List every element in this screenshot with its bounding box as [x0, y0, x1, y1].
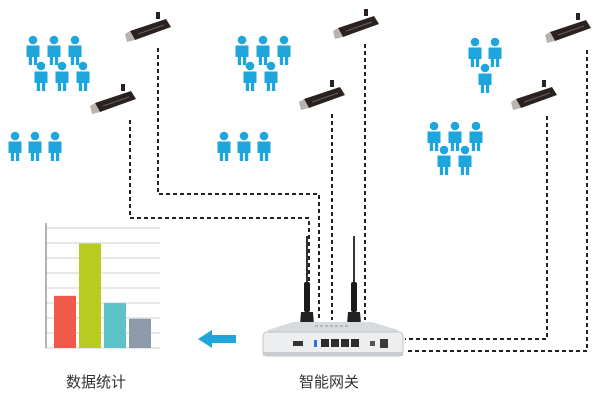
person-icon — [469, 121, 483, 151]
cable-cam-1 — [129, 120, 310, 320]
surveillance-camera-icon — [89, 83, 137, 115]
person-icon — [55, 61, 69, 91]
crowd-group — [26, 35, 90, 91]
person-icon — [235, 35, 249, 65]
gateway-label: 智能网关 — [299, 373, 360, 391]
surveillance-camera-icon — [510, 79, 558, 111]
person-icon — [76, 61, 90, 91]
person-icon — [47, 35, 61, 65]
cable-cam-2 — [157, 48, 320, 320]
person-icon — [217, 131, 231, 161]
surveillance-camera-icon — [298, 79, 346, 111]
chart-bar — [54, 295, 76, 348]
crowd-group — [468, 37, 502, 93]
camera-cables — [129, 44, 588, 352]
surveillance-camera-icon — [124, 11, 172, 43]
person-icon — [468, 37, 482, 67]
crowds — [8, 35, 502, 175]
router-icon — [262, 236, 404, 357]
stats-chart — [45, 223, 160, 349]
cable-cam-5 — [405, 116, 548, 340]
chart-bar — [104, 303, 126, 348]
cable-cam-6 — [405, 50, 588, 352]
cameras — [89, 8, 592, 115]
chart-bar — [129, 318, 151, 348]
person-icon — [427, 121, 441, 151]
person-icon — [264, 61, 278, 91]
stats-label: 数据统计 — [66, 373, 127, 391]
surveillance-camera-icon — [544, 12, 592, 44]
surveillance-camera-icon — [332, 8, 380, 40]
person-icon — [257, 131, 271, 161]
arrow-left-icon — [198, 330, 236, 348]
crowd-group — [8, 131, 62, 161]
person-icon — [28, 131, 42, 161]
person-icon — [243, 61, 257, 91]
person-icon — [488, 37, 502, 67]
person-icon — [277, 35, 291, 65]
person-icon — [8, 131, 22, 161]
person-icon — [478, 63, 492, 93]
crowd-group — [217, 131, 271, 161]
chart-bar — [79, 243, 101, 348]
person-icon — [458, 145, 472, 175]
antenna-icon — [347, 236, 361, 324]
crowd-group — [427, 121, 483, 175]
person-icon — [34, 61, 48, 91]
person-icon — [26, 35, 40, 65]
person-icon — [437, 145, 451, 175]
person-icon — [237, 131, 251, 161]
antenna-icon — [300, 236, 314, 324]
crowd-group — [235, 35, 291, 91]
person-icon — [256, 35, 270, 65]
chart-bars — [54, 243, 151, 348]
person-icon — [68, 35, 82, 65]
person-icon — [448, 121, 462, 151]
person-icon — [48, 131, 62, 161]
